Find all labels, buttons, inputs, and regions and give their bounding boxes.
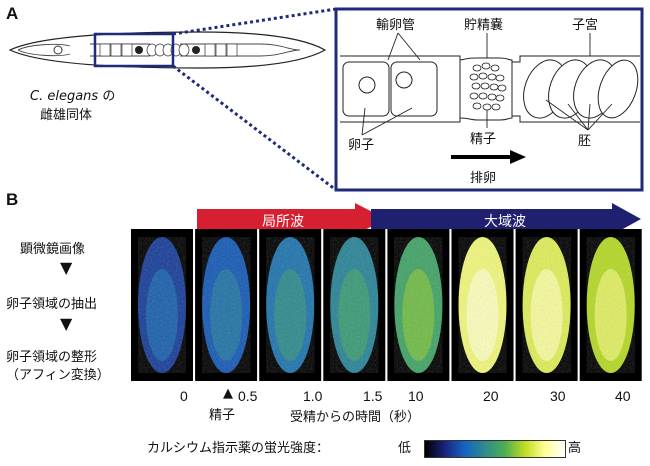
zoom-oocyte-2: [390, 61, 438, 117]
label-uterus: 子宮: [572, 18, 599, 33]
leader-oocyte-1: [361, 107, 366, 136]
zoom-oocyte-2-nucleus: [395, 71, 413, 89]
frame-3: [323, 229, 386, 381]
time-tick-label: 40: [615, 388, 631, 404]
oocyte-texture: [202, 237, 251, 373]
time-tick-label: 30: [550, 388, 566, 404]
ovulation-arrow-head: [510, 150, 526, 164]
global-wave-arrow: [371, 203, 641, 235]
leader-embryo-2: [567, 103, 589, 131]
worm-caption-line1: C. elegans の: [30, 89, 116, 104]
oocyte-texture: [586, 237, 635, 373]
worm-embryos: [146, 43, 190, 57]
frame-strip: [131, 229, 642, 381]
leader-oocyte-2: [361, 107, 413, 136]
wave-arrows: [197, 203, 641, 235]
zoom-embryos: [523, 59, 639, 119]
zoom-uterus-tube: [512, 55, 640, 123]
sperm-marker-label: 精子: [209, 408, 236, 423]
frame-7: [579, 229, 642, 381]
worm-zoom-highlight: [93, 32, 175, 68]
worm-pharynx: [17, 43, 71, 57]
frame-2: [259, 229, 322, 381]
worm-spermatheca-dot: [192, 46, 200, 54]
leader-embryo-1: [545, 99, 589, 131]
frame-6: [515, 229, 578, 381]
panel-a-diagram: [8, 7, 644, 192]
oocyte-texture: [330, 237, 379, 373]
local-wave-arrow: [197, 203, 386, 235]
step-arrow-down-icon: ▼: [60, 258, 73, 277]
label-spermatheca: 貯精嚢: [464, 18, 504, 33]
frame-4: [387, 229, 450, 381]
leader-oviduct-2: [397, 32, 421, 61]
frame-0: [131, 229, 193, 381]
zoom-oviduct-tube: [340, 55, 461, 123]
frame-5: [451, 229, 514, 381]
label-ovulation: 排卵: [470, 171, 497, 186]
label-oviduct: 輸卵管: [376, 18, 416, 33]
oocyte-texture: [522, 237, 571, 373]
oocyte-texture: [394, 237, 443, 373]
step-extract-region: 卵子領域の抽出: [6, 297, 98, 312]
zoom-line-bottom: [172, 64, 337, 192]
zoom-sperm-cluster: [469, 62, 507, 111]
oocyte-texture: [458, 237, 507, 373]
label-embryo: 胚: [578, 134, 592, 149]
leader-oviduct: [387, 32, 399, 61]
sperm-marker-icon: ▲: [223, 386, 233, 401]
colorbar-high-label: 高: [568, 441, 582, 456]
panel-a-label: A: [6, 4, 19, 23]
colorbar-low-label: 低: [398, 441, 412, 456]
label-sperm: 精子: [470, 132, 497, 147]
worm-spermatheca-dot: [135, 46, 143, 54]
zoom-line-top: [172, 7, 337, 36]
oocyte-texture: [138, 237, 186, 373]
step-arrow-down-icon: ▼: [60, 314, 73, 333]
worm-caption-line2: 雌雄同体: [40, 108, 93, 123]
local-wave-label: 局所波: [262, 214, 304, 230]
step-reshape-region: 卵子領域の整形: [6, 350, 98, 365]
time-tick-label: 1.0: [303, 388, 323, 404]
frame-1: [195, 229, 258, 381]
time-tick-label: 1.5: [363, 388, 383, 404]
time-axis-label: 受精からの時間（秒）: [290, 410, 421, 425]
worm-oocytes: [99, 43, 238, 57]
global-wave-label: 大域波: [484, 214, 526, 230]
colorbar-label: カルシウム指示薬の蛍光強度：: [147, 441, 330, 456]
zoom-oocyte-1-nucleus: [358, 76, 376, 94]
label-oocyte: 卵子: [348, 138, 375, 153]
leader-embryo-4: [587, 103, 613, 131]
step-affine-note: （アフィン変換）: [6, 368, 110, 383]
step-microscope-image: 顕微鏡画像: [20, 242, 86, 257]
worm-pharynx-bulb: [53, 45, 63, 55]
oocyte-texture: [266, 237, 315, 373]
leader-embryo-3: [587, 103, 591, 131]
colorbar-gradient: [424, 440, 566, 458]
time-tick-label: 0.5: [238, 388, 258, 404]
time-tick-label: 0: [180, 388, 188, 404]
time-tick-label: 10: [408, 388, 424, 404]
time-tick-label: 20: [483, 388, 499, 404]
panel-b-label: B: [6, 190, 19, 209]
